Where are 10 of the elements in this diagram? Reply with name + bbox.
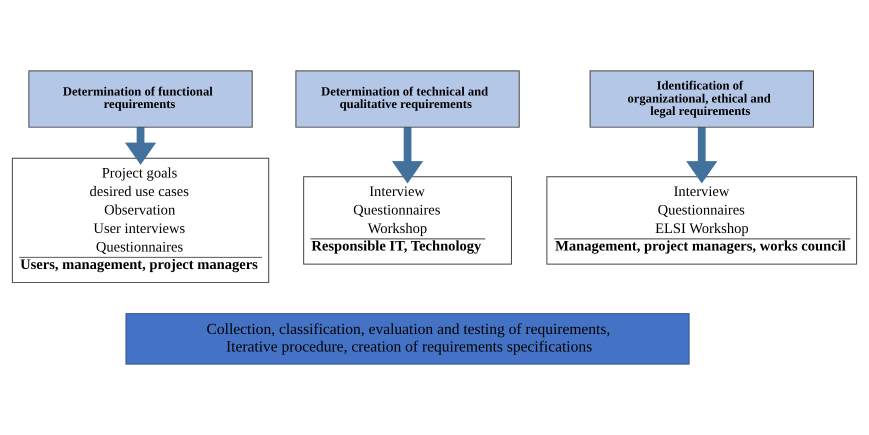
- node-box: Interview Questionnaires ELSI Workshop Management, project managers, works council: [546, 176, 858, 265]
- arrow: [392, 127, 424, 184]
- node-box: Identification of organizational, ethical and legal requirements: [590, 70, 814, 128]
- arrow: [686, 127, 718, 184]
- node-box: Determination of technical and qualitative requirements: [295, 70, 520, 128]
- node-box: Determination of functional requirements: [28, 70, 253, 128]
- node-box: Project goals desired use cases Observation User interviews Questionnaires Users, management, project managers: [12, 158, 270, 284]
- node-box: Interview Questionnaires Workshop Responsible IT, Technology: [303, 176, 512, 265]
- arrow: [124, 127, 156, 165]
- node-box: Collection, classification, evaluation and testing of requirements, Iterative procedure, creation of requirements specifications: [126, 313, 690, 365]
